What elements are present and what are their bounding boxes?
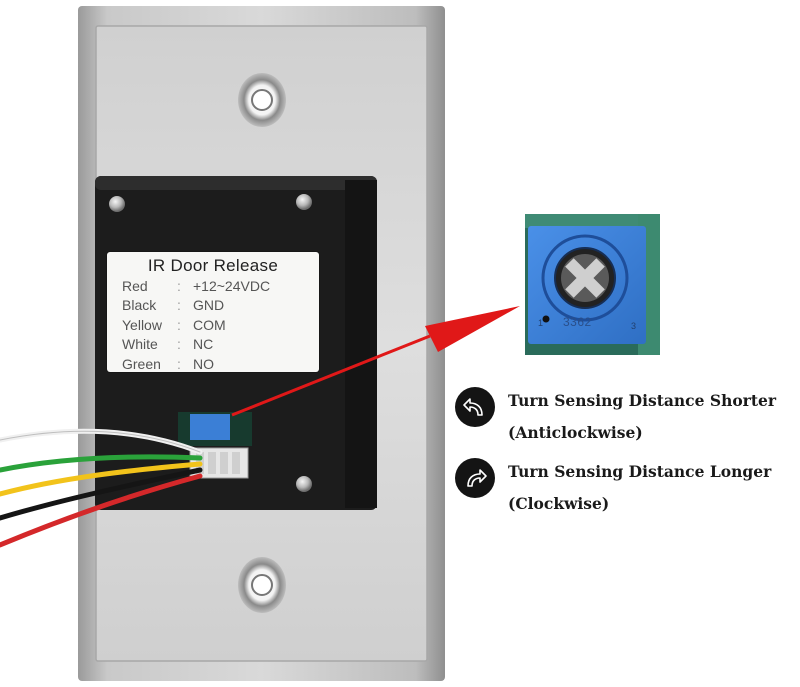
wire-color-label: Green bbox=[122, 355, 161, 372]
instruction-line-2: (Anticlockwise) bbox=[508, 423, 643, 442]
module-pcb-window bbox=[178, 412, 252, 479]
mounting-hole-bottom bbox=[238, 557, 286, 613]
instruction-line-1: Turn Sensing Distance Longer bbox=[508, 462, 772, 481]
label-separator: : bbox=[177, 336, 181, 353]
mounting-hole-top bbox=[238, 73, 286, 127]
instruction-text: Turn Sensing Distance Longer (Clockwise) bbox=[508, 456, 771, 520]
wire-green bbox=[0, 454, 203, 473]
device-label-title: IR Door Release bbox=[147, 256, 279, 275]
wire-bundle bbox=[0, 428, 203, 548]
label-separator: : bbox=[177, 316, 181, 333]
module-screw-top-right bbox=[296, 194, 312, 210]
device-label-card bbox=[107, 252, 319, 372]
label-row: White : NC bbox=[122, 335, 303, 354]
instruction-text: Turn Sensing Distance Shorter (Anticlock… bbox=[508, 385, 776, 449]
label-separator: : bbox=[177, 278, 181, 294]
potentiometer-pin-1-label: 1 bbox=[538, 318, 544, 328]
potentiometer-model-label: 3362 bbox=[563, 315, 592, 329]
wire-function-label: +12~24VDC bbox=[193, 278, 271, 294]
wire-yellow bbox=[0, 461, 203, 497]
wire-red bbox=[0, 473, 203, 548]
wire-color-label: Yellow bbox=[122, 316, 162, 333]
wire-color-label: Black bbox=[122, 297, 157, 314]
label-row: Black : GND bbox=[122, 296, 303, 315]
module-screw-top-left bbox=[109, 196, 125, 212]
instruction-line-2: (Clockwise) bbox=[508, 494, 610, 513]
instruction-longer: Turn Sensing Distance Longer (Clockwise) bbox=[455, 456, 800, 520]
device-label-rows: Red : +12~24VDC Black : GND Yellow : COM… bbox=[122, 277, 303, 374]
wire-function-label: GND bbox=[193, 297, 225, 314]
instruction-shorter: Turn Sensing Distance Shorter (Anticlock… bbox=[455, 385, 800, 449]
potentiometer-inset bbox=[525, 214, 660, 355]
clockwise-arrow-icon bbox=[455, 458, 495, 498]
wire-function-label: NC bbox=[193, 336, 214, 353]
label-row: Green : NO bbox=[122, 355, 303, 374]
potentiometer-pin-3-label: 3 bbox=[631, 321, 637, 331]
label-row: Yellow : COM bbox=[122, 316, 303, 335]
module-screw-bottom-right bbox=[296, 476, 312, 492]
wire-function-label: NO bbox=[193, 355, 214, 372]
label-row: Red : +12~24VDC bbox=[122, 277, 303, 296]
wire-color-label: Red bbox=[122, 278, 148, 294]
counterclockwise-arrow-icon bbox=[455, 387, 495, 427]
wire-color-label: White bbox=[122, 336, 158, 353]
wire-white-outline bbox=[0, 430, 201, 453]
wire-function-label: COM bbox=[193, 316, 226, 333]
label-separator: : bbox=[177, 297, 181, 314]
wire-black bbox=[0, 467, 203, 521]
label-separator: : bbox=[177, 355, 181, 372]
instruction-line-1: Turn Sensing Distance Shorter bbox=[508, 391, 777, 410]
pointer-arrow bbox=[231, 306, 520, 417]
